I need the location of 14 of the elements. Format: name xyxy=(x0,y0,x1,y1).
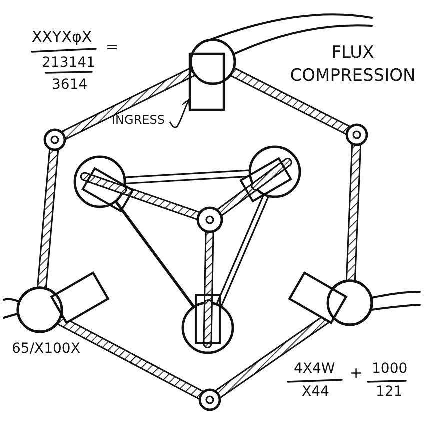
plus-sign: + xyxy=(350,366,363,381)
joint-drawing xyxy=(188,38,236,112)
formula-text: 213141 xyxy=(42,56,96,70)
formula-text: 65/X100X xyxy=(12,342,80,356)
leader-line xyxy=(169,99,191,128)
callout-label: INGRESS xyxy=(112,114,165,126)
formula-text: 3614 xyxy=(52,78,88,92)
formula-text: XXYXφX xyxy=(32,30,92,45)
title: FLUX COMPRESSION xyxy=(290,42,416,88)
formula-text: X44 xyxy=(302,385,330,399)
formula-text: 4X4W xyxy=(294,362,336,376)
formula-text: 1000 xyxy=(372,362,408,376)
formula-text: 121 xyxy=(376,385,403,399)
equals-sign: = xyxy=(106,40,119,55)
